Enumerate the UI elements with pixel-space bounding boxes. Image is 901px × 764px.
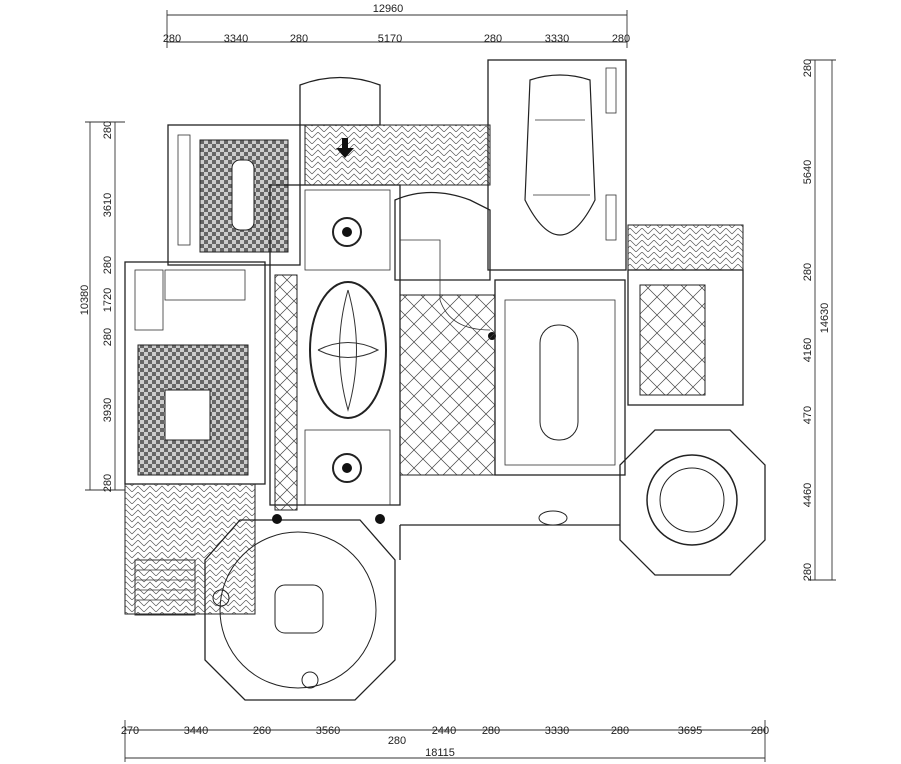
dimension-label-top: 280 — [290, 33, 308, 45]
dimension-total-left: 10380 — [79, 285, 91, 316]
dimension-label-top: 280 — [612, 33, 630, 45]
dimension-label-top: 280 — [484, 33, 502, 45]
dimension-label-bottom: 260 — [253, 725, 271, 737]
dimension-label-right: 470 — [802, 406, 814, 424]
dimension-label-right: 280 — [802, 563, 814, 581]
dimension-label-right: 4460 — [802, 483, 814, 507]
dimension-label-top: 3340 — [224, 33, 248, 45]
dimension-label-bottom: 3440 — [184, 725, 208, 737]
dimension-total-right: 14630 — [819, 303, 831, 334]
dimension-label-left: 280 — [102, 328, 114, 346]
dimension-label-bottom: 280 — [482, 725, 500, 737]
dimension-label-left: 3930 — [102, 398, 114, 422]
dimension-label-left: 3610 — [102, 193, 114, 217]
dimension-label-bottom: 3695 — [678, 725, 702, 737]
dimension-label-bottom: 2440 — [432, 725, 456, 737]
dimension-label-left: 1720 — [102, 288, 114, 312]
dimension-label-right: 5640 — [802, 160, 814, 184]
dimension-label-bottom: 270 — [121, 725, 139, 737]
dimension-label-bottom: 280 — [611, 725, 629, 737]
dimension-label-bottom: 280 — [751, 725, 769, 737]
dimension-label-left: 280 — [102, 474, 114, 492]
dimension-label-bottom: 280 — [388, 735, 406, 747]
dimension-label-right: 280 — [802, 263, 814, 281]
dimension-total-top: 12960 — [373, 3, 404, 15]
dimension-total-bottom: 18115 — [425, 747, 455, 759]
dimension-label-top: 3330 — [545, 33, 569, 45]
dimension-label-bottom: 3330 — [545, 725, 569, 737]
dimension-label-left: 280 — [102, 256, 114, 274]
dimension-label-right: 280 — [802, 59, 814, 77]
dimension-label-left: 280 — [102, 121, 114, 139]
dimension-lines: 12960 280 3340 280 5170 280 3330 280 18115 270 344… — [79, 3, 836, 762]
building — [124, 59, 766, 701]
dimension-label-bottom: 3560 — [316, 725, 340, 737]
dimension-label-top: 280 — [163, 33, 181, 45]
dimension-label-top: 5170 — [378, 33, 402, 45]
dimension-label-right: 4160 — [802, 338, 814, 362]
